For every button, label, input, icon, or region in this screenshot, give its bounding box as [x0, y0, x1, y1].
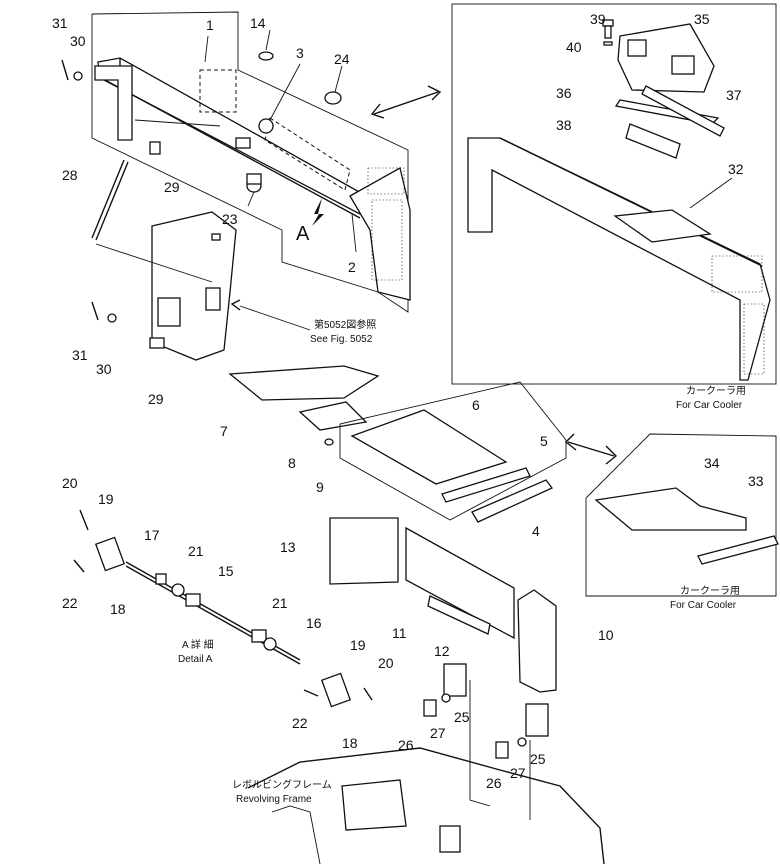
- grille-pattern-main: [367, 167, 405, 281]
- callout: 35: [694, 11, 710, 27]
- plates-middle: [228, 365, 567, 523]
- callout: 23: [222, 211, 238, 227]
- cover-assembly-main: [61, 11, 411, 313]
- callout: 31: [52, 15, 68, 31]
- callout: 5: [540, 433, 548, 449]
- callout: 8: [288, 455, 296, 471]
- callout: 20: [378, 655, 394, 671]
- callout: 20: [62, 475, 78, 491]
- callout: 11: [392, 625, 407, 641]
- callout: 21: [188, 543, 204, 559]
- detail-a-en: Detail A: [178, 654, 213, 665]
- panels-lower: [329, 517, 557, 693]
- callout: 28: [62, 167, 78, 183]
- callout: 37: [726, 87, 742, 103]
- car-cooler-en-mid: For Car Cooler: [670, 600, 737, 611]
- side-cover-panel: [91, 211, 311, 361]
- callout: 19: [350, 637, 366, 653]
- callout: 25: [454, 709, 470, 725]
- callout: 6: [472, 397, 480, 413]
- callout: 30: [96, 361, 112, 377]
- callout: 17: [144, 527, 160, 543]
- callout: 30: [70, 33, 86, 49]
- callout: 21: [272, 595, 288, 611]
- callout: 40: [566, 39, 582, 55]
- callout: 15: [218, 563, 234, 579]
- callout: 27: [510, 765, 526, 781]
- revolving-frame: [247, 663, 605, 864]
- car-cooler-en-top: For Car Cooler: [676, 400, 743, 411]
- callout: 18: [342, 735, 358, 751]
- car-cooler-top-variant: [451, 3, 777, 385]
- callout: 33: [748, 473, 764, 489]
- car-cooler-jp-top: カークーラ用: [686, 385, 746, 397]
- view-arrow-label: A: [296, 223, 310, 245]
- callout: 22: [62, 595, 78, 611]
- callout: 2: [348, 259, 356, 275]
- callout-labels: 31 30 1 14 3 24 28 29 23 2 31 30 29 7 8 …: [52, 11, 764, 791]
- callout: 10: [598, 627, 614, 643]
- callout: 7: [220, 423, 228, 439]
- callout: 22: [292, 715, 308, 731]
- double-arrow-top: [370, 85, 442, 119]
- callout: 14: [250, 15, 266, 31]
- callout: 12: [434, 643, 450, 659]
- callout: 24: [334, 51, 350, 67]
- see-fig-jp: 第5052図参照: [314, 318, 376, 331]
- double-arrow-mid: [564, 433, 618, 465]
- callout: 36: [556, 85, 572, 101]
- callout: 9: [316, 479, 324, 495]
- callout: 16: [306, 615, 322, 631]
- detail-a-linkage: [73, 509, 373, 708]
- callout: 26: [486, 775, 502, 791]
- revolving-frame-en: Revolving Frame: [236, 794, 312, 805]
- captions: 第5052図参照 See Fig. 5052 カークーラ用 For Car Co…: [178, 318, 746, 805]
- revolving-frame-jp: レボルビングフレーム: [232, 778, 332, 791]
- callout: 3: [296, 45, 304, 61]
- callout: 26: [398, 737, 414, 753]
- callout: 18: [110, 601, 126, 617]
- callout: 27: [430, 725, 446, 741]
- see-fig-en: See Fig. 5052: [310, 334, 373, 345]
- callout: 13: [280, 539, 296, 555]
- callout: 4: [532, 523, 540, 539]
- callout: 1: [206, 17, 214, 33]
- callout: 29: [164, 179, 180, 195]
- callout: 38: [556, 117, 572, 133]
- callout: 39: [590, 11, 606, 27]
- car-cooler-jp-mid: カークーラ用: [680, 585, 740, 597]
- callout: 34: [704, 455, 720, 471]
- callout: 19: [98, 491, 114, 507]
- callout: 29: [148, 391, 164, 407]
- car-cooler-mid-variant: [585, 433, 779, 597]
- callout: 32: [728, 161, 744, 177]
- detail-a-jp: A 詳 細: [182, 638, 214, 651]
- callout: 31: [72, 347, 88, 363]
- callout: 25: [530, 751, 546, 767]
